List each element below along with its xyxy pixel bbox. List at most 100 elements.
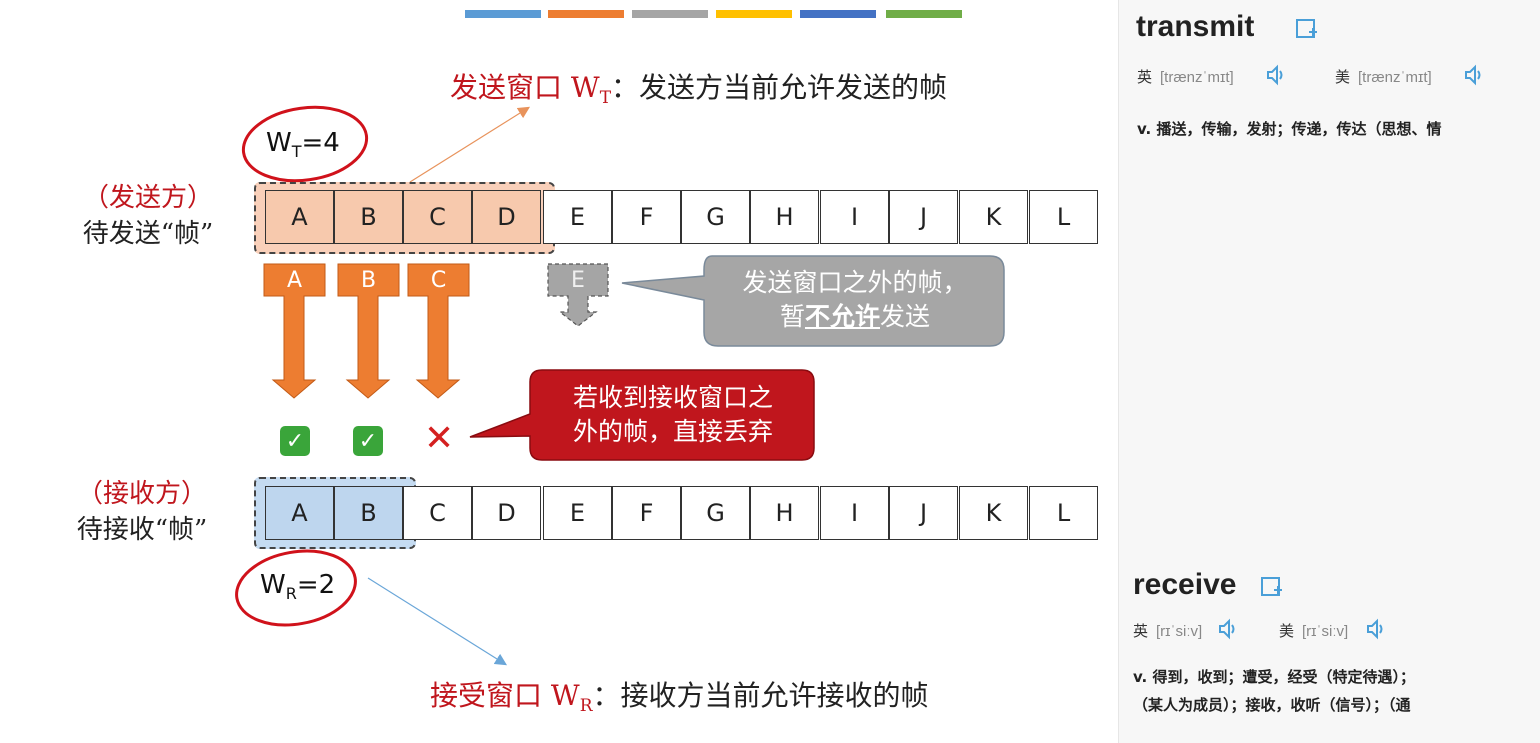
sender-label: （发送方） 待发送“帧” <box>48 180 248 252</box>
slide: 发送窗口 WT：发送方当前允许发送的帧 接受窗口 WR：接收方当前允许接收的帧 <box>42 10 1098 716</box>
blocked-frame-label: E <box>571 267 585 293</box>
gray-callout-line2-post: 发送 <box>880 302 931 331</box>
dict-uk-value: [trænzˈmɪt] <box>1160 69 1234 86</box>
dict-us-value: [rɪˈsiːv] <box>1302 623 1349 640</box>
red-callout-shape <box>469 369 815 461</box>
receiver-cell: J <box>889 486 958 540</box>
dict-us-phonetic: 美 [trænzˈmɪt] <box>1335 66 1432 87</box>
send-window-circle <box>241 105 369 183</box>
dict-us-value: [trænzˈmɪt] <box>1358 69 1432 86</box>
dict-definition: v. 得到，收到；遭受，经受（特定待遇）； <box>1133 668 1415 686</box>
gray-callout-text: 发送窗口之外的帧， 暂不允许发送 <box>706 266 1004 334</box>
frame-arrow-b-label: B <box>360 267 377 293</box>
frame-arrow-b <box>337 263 400 399</box>
color-bar-1 <box>465 10 541 18</box>
dict-uk-phonetic: 英 [rɪˈsiːv] <box>1133 620 1202 641</box>
recv-window-title-sub: R <box>579 696 593 716</box>
receiver-cell: L <box>1029 486 1098 540</box>
sender-cell: K <box>959 190 1028 244</box>
send-window-title-rest: ：发送方当前允许发送的帧 <box>611 71 948 104</box>
receiver-cell: E <box>543 486 612 540</box>
color-bar-4 <box>716 10 792 18</box>
recv-window-size-sub: R <box>285 584 297 603</box>
sender-cell: B <box>334 190 403 244</box>
receiver-cell: H <box>750 486 819 540</box>
send-window-size-sub: T <box>291 142 302 161</box>
receiver-label-line2: 待接收“帧” <box>76 515 208 545</box>
gray-callout-line1: 发送窗口之外的帧， <box>742 268 968 297</box>
send-window-size-label: WT=4 <box>266 128 340 161</box>
dict-uk-phonetic: 英[trænzˈmɪt] <box>1137 66 1234 87</box>
sender-cell: D <box>472 190 541 244</box>
dict-word-transmit: transmit <box>1136 10 1255 43</box>
sender-cell: I <box>820 190 889 244</box>
recv-window-size-value: =2 <box>296 570 336 600</box>
red-callout-line2: 外的帧，直接丢弃 <box>572 417 773 446</box>
speaker-icon[interactable] <box>1463 64 1485 90</box>
receiver-cell: A <box>265 486 334 540</box>
sender-cell: A <box>265 190 334 244</box>
blocked-frame-arrow <box>547 263 609 327</box>
frame-arrow-a-label: A <box>286 267 303 293</box>
recv-window-size-w: W <box>260 570 286 600</box>
send-window-title-red: 发送窗口 W <box>450 71 600 104</box>
recv-window-size-label: WR=2 <box>260 570 335 603</box>
receiver-cell: K <box>959 486 1028 540</box>
sender-cell: J <box>889 190 958 244</box>
sender-cell: C <box>403 190 472 244</box>
recv-window-title: 接受窗口 WR：接收方当前允许接收的帧 <box>430 674 929 716</box>
dict-us-phonetic: 美[rɪˈsiːv] <box>1279 620 1348 641</box>
check-icon: ✓ <box>280 426 310 456</box>
receiver-label-line1: （接收方） <box>76 479 207 509</box>
send-window-size-value: =4 <box>301 128 340 158</box>
receiver-cell: D <box>472 486 541 540</box>
speaker-icon[interactable] <box>1265 64 1287 90</box>
receiver-cell: I <box>820 486 889 540</box>
recv-window-title-rest: ：接收方当前允许接收的帧 <box>592 679 929 712</box>
red-callout-text: 若收到接收窗口之 外的帧，直接丢弃 <box>534 381 812 449</box>
dict-uk-label: 英 <box>1133 623 1149 640</box>
color-bar-2 <box>548 10 624 18</box>
sender-label-line2: 待发送“帧” <box>82 219 214 249</box>
dict-definition: v. 播送，传输，发射；传递，传达（思想、情 <box>1137 120 1442 138</box>
check-icon: ✓ <box>353 426 383 456</box>
speaker-icon[interactable] <box>1217 618 1239 644</box>
send-pointer-line <box>409 106 531 183</box>
frame-arrow-a <box>263 263 326 399</box>
sender-cell: H <box>750 190 819 244</box>
sender-cell: F <box>612 190 681 244</box>
receiver-label: （接收方） 待接收“帧” <box>42 476 242 548</box>
recv-pointer-line <box>367 577 508 666</box>
dict-uk-value: [rɪˈsiːv] <box>1156 623 1203 640</box>
color-bar-6 <box>886 10 962 18</box>
color-bar-5 <box>800 10 876 18</box>
gray-callout-line2: 暂不允许发送 <box>706 300 1004 334</box>
color-bar-3 <box>632 10 708 18</box>
add-to-wordbook-icon[interactable] <box>1295 18 1319 46</box>
speaker-icon[interactable] <box>1365 618 1387 644</box>
add-to-wordbook-icon[interactable] <box>1260 576 1284 604</box>
send-window-title: 发送窗口 WT：发送方当前允许发送的帧 <box>450 66 947 108</box>
gray-callout-line2-pre: 暂 <box>779 302 805 331</box>
frame-arrow-c <box>407 263 470 399</box>
gray-callout-line2-emph: 不允许 <box>804 302 880 331</box>
dictionary-panel: transmit 英[trænzˈmɪt] 美[trænzˈmɪt] v. 播送… <box>1118 0 1540 743</box>
send-window-title-sub: T <box>599 88 612 108</box>
receiver-cell: C <box>403 486 472 540</box>
receiver-cell: B <box>334 486 403 540</box>
sender-cell: L <box>1029 190 1098 244</box>
diagram-svg <box>235 105 1005 666</box>
receiver-cell: F <box>612 486 681 540</box>
send-window-size-w: W <box>266 128 292 158</box>
dict-word-receive: receive <box>1133 568 1237 601</box>
red-callout-line1: 若收到接收窗口之 <box>572 383 773 412</box>
sender-cell: E <box>543 190 612 244</box>
sender-cell: G <box>681 190 750 244</box>
dict-definition-line2: （某人为成员）；接收，收听（信号）；（通 <box>1133 696 1411 714</box>
cross-icon: ✕ <box>424 418 455 459</box>
recv-window-title-red: 接受窗口 W <box>430 679 580 712</box>
sender-label-line1: （发送方） <box>82 183 213 213</box>
recv-window-circle <box>235 549 357 627</box>
frame-arrow-c-label: C <box>430 267 447 293</box>
dict-us-label: 美 <box>1335 69 1351 86</box>
